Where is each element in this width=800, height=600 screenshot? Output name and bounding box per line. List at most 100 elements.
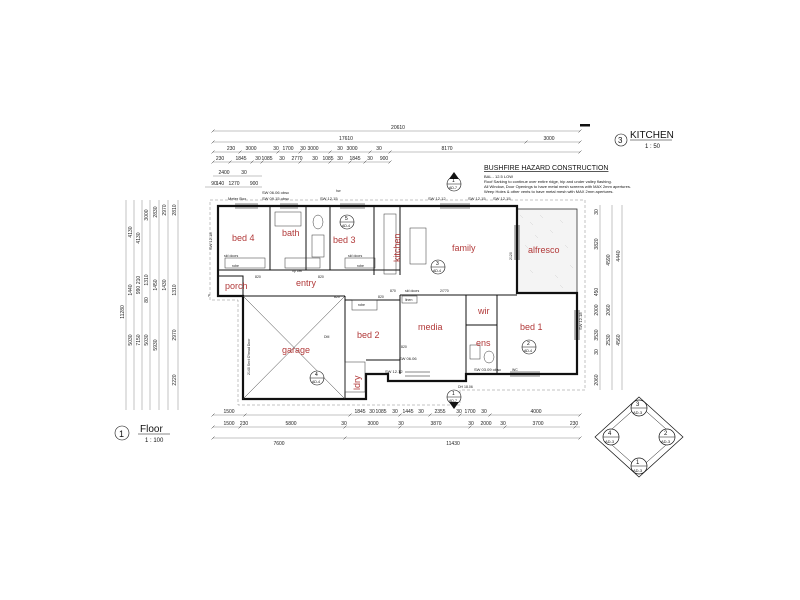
dimension-tick	[503, 425, 507, 429]
dimension-value: 1085	[261, 156, 272, 162]
dimension-value: 1270	[228, 181, 239, 187]
kitchen-view-name: KITCHEN	[630, 130, 674, 141]
svg-text:AD-3: AD-3	[633, 468, 643, 473]
dimension-tick	[388, 150, 392, 154]
dimension-value: 1085	[375, 409, 386, 415]
dimension-value: 140	[216, 181, 225, 187]
dimension-value: 30	[481, 409, 487, 415]
dimension-tick	[276, 150, 280, 154]
dimension-tick	[468, 425, 472, 429]
room-entry: entry	[296, 278, 317, 288]
room-bed4: bed 4	[232, 233, 255, 243]
window-code-7: SW 12.12	[385, 369, 403, 374]
window-code-10: SW 12.18	[578, 312, 583, 330]
dimension-value: 4000	[530, 409, 541, 415]
dimension-tick	[343, 436, 347, 440]
dimension-value: 3870	[430, 421, 441, 427]
dimension-value: 2220	[172, 374, 178, 385]
right-dimension-lines: 3038204502000353030206045902060253044404…	[594, 205, 623, 390]
window-marks	[235, 203, 580, 377]
dimension-value: 2000	[480, 421, 491, 427]
dimension-value: 1500	[223, 409, 234, 415]
door-820-4: 820	[401, 345, 407, 349]
dimension-tick	[578, 436, 582, 440]
dimension-value: 30	[337, 156, 343, 162]
dimension-value: 30	[456, 409, 462, 415]
room-bed3: bed 3	[333, 235, 356, 245]
dimension-value: 2000	[594, 304, 600, 315]
svg-text:2: 2	[527, 341, 530, 347]
dimension-value: 450	[594, 288, 600, 297]
section-callout-top: 1 AD-7	[446, 172, 462, 192]
elevation-key-top: 3 AD-3	[630, 399, 648, 417]
dimension-tick	[348, 160, 352, 164]
dm-label: DM	[324, 335, 330, 339]
window-code-6: SW 12.15	[493, 196, 511, 201]
dimension-value: 30	[255, 156, 261, 162]
dimension-value: 1450	[153, 279, 159, 290]
room-labels: bed 4 bath bed 3 kitchen family alfresco…	[225, 228, 560, 390]
svg-text:AD-3: AD-3	[633, 410, 643, 415]
dimension-value: 1445	[402, 409, 413, 415]
floor-view-scale: 1 : 100	[145, 438, 164, 444]
dimension-tick	[368, 150, 372, 154]
kitchen-view-scale: 1 : 50	[645, 144, 661, 150]
dimension-tick	[211, 129, 215, 133]
dimension-tick	[211, 436, 215, 440]
dimension-value: 230	[216, 156, 225, 162]
window-code-8: SW 06.06	[399, 356, 417, 361]
dimension-tick	[328, 160, 332, 164]
svg-text:5: 5	[345, 216, 348, 222]
room-bed2: bed 2	[357, 330, 380, 340]
robe-label-2: robe	[357, 264, 364, 268]
dimension-value: 2830	[153, 206, 159, 217]
door-820-3: 820	[255, 275, 261, 279]
dimension-tick	[211, 150, 215, 154]
elevation-key-left: 4 AD-3	[602, 428, 620, 446]
room-family: family	[452, 243, 476, 253]
garage-door-label: 2140 Sect O'head Door	[247, 338, 251, 375]
dimension-tick	[573, 425, 577, 429]
dimension-value: 3000	[543, 136, 554, 142]
elevation-key: 3 AD-3 4 AD-3 2 AD-3 1 AD-3	[594, 396, 684, 478]
window-code-9: SW 03.09 obsc	[474, 367, 501, 372]
dimension-value: 2770	[291, 156, 302, 162]
dimension-tick	[298, 150, 302, 154]
dimension-tick	[260, 160, 264, 164]
dimension-value: 30	[500, 421, 506, 427]
dimension-tick	[524, 140, 528, 144]
callouts: 1 AD-7 1 AD-7 5 AD-4 3 AD-4 4 AD-4	[309, 172, 537, 409]
dimension-value: 30	[392, 409, 398, 415]
dimension-value: 30	[376, 146, 382, 152]
plan-annotations: Meter Box SW 06.06 obsc SW 09.15 obsc SW…	[208, 189, 583, 389]
dimension-value: 80	[144, 297, 150, 303]
dimension-value: 7600	[273, 441, 284, 447]
dimension-tick	[243, 413, 247, 417]
dimension-value: 1845	[349, 156, 360, 162]
svg-text:AD-7: AD-7	[449, 399, 457, 403]
dimension-value: 1430	[162, 279, 168, 290]
svg-text:AD-7: AD-7	[449, 186, 457, 190]
room-kitchen: kitchen	[392, 233, 402, 262]
dimension-value: 3000	[144, 209, 150, 220]
dimension-value: 30	[312, 156, 318, 162]
dimension-value: 8170	[441, 146, 452, 152]
dimension-value: 2060	[594, 374, 600, 385]
dimension-value: 2060	[606, 304, 612, 315]
dimension-tick	[238, 150, 242, 154]
dimension-value: 2970	[162, 204, 168, 215]
elevation-callout-4: 4 AD-4	[309, 370, 325, 386]
dimension-value: 30	[468, 421, 474, 427]
dimension-value: 11430	[446, 441, 460, 447]
dimension-value: 2355	[434, 409, 445, 415]
meter-box-label: Meter Box	[228, 196, 246, 201]
dimension-value: 30	[337, 146, 343, 152]
dimension-value: 4590	[606, 254, 612, 265]
elevation-callout-3: 3 AD-4	[430, 259, 446, 275]
dimension-value: 90	[211, 181, 217, 187]
elevation-callout-5: 5 AD-4	[339, 214, 355, 230]
bushfire-title: BUSHFIRE HAZARD CONSTRUCTION	[484, 165, 608, 172]
bushfire-line-1: BAL - 12.5 LOW	[484, 174, 513, 179]
dimension-tick	[211, 160, 215, 164]
